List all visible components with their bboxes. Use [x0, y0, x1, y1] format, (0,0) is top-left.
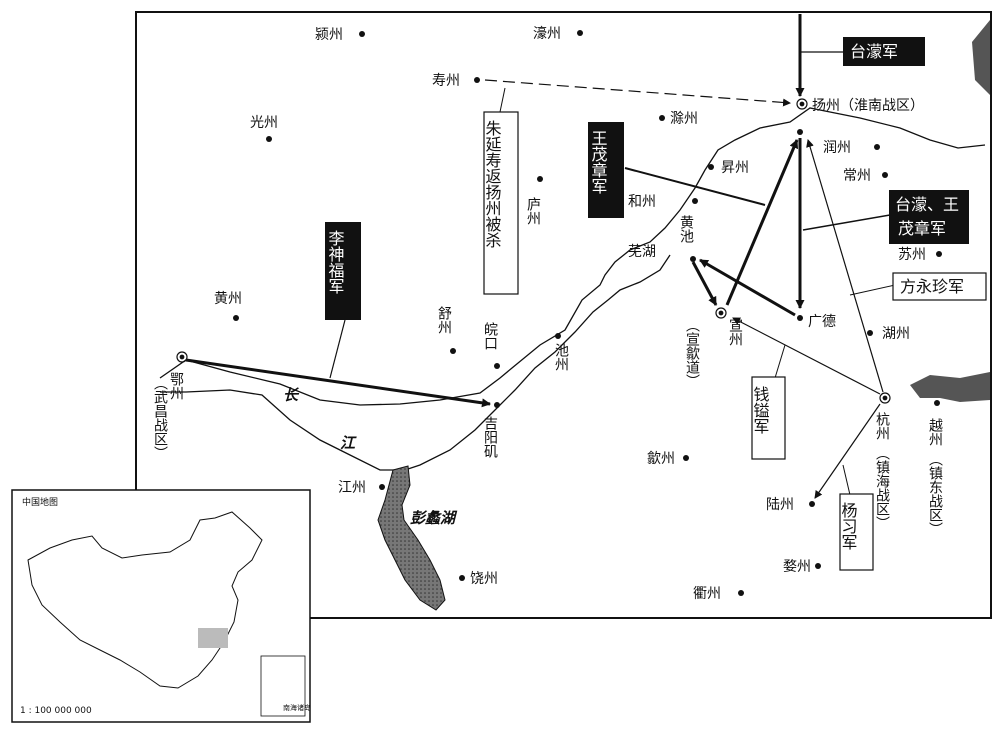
city-huangzhou: 黄州	[214, 290, 242, 307]
city-wankou: 皖口	[482, 322, 498, 350]
city-hangzhou: 杭州	[874, 412, 890, 440]
guangde-huangchi-arrow	[699, 258, 796, 317]
lishenfu-arrow	[185, 358, 491, 408]
city-wuzhou: 婺州	[783, 559, 811, 575]
hangzhou-yangzhou-line	[806, 139, 884, 393]
city-guangde: 广德	[808, 314, 836, 330]
yangtze-north-bank	[159, 107, 986, 406]
river-label-chang: 长	[283, 386, 300, 404]
east-sea	[972, 20, 990, 95]
taimeng-label: 台濛军	[850, 42, 898, 61]
hangzhou-bay	[910, 372, 990, 402]
city-xuanshe: （宣歙道）	[684, 318, 700, 388]
city-guangzhou: 光州	[250, 115, 278, 131]
city-shezhou: 歙州	[647, 450, 675, 467]
city-chizhou: 池州	[553, 343, 569, 371]
inset-title: 中国地图	[22, 496, 58, 508]
city-changzhou: 常州	[843, 168, 871, 184]
city-yangzhou: 扬州（淮南战区）	[812, 98, 924, 114]
fangyongzhen-box	[892, 272, 987, 301]
city-suzhou: 苏州	[898, 247, 926, 263]
qianyi-label: 钱镒军	[751, 386, 770, 434]
city-markers	[233, 30, 942, 596]
city-haozhou: 濠州	[533, 25, 561, 42]
qianyi-pointer	[774, 344, 786, 379]
poyang-lake	[377, 465, 446, 611]
zhuyanshou-pointer	[499, 87, 506, 113]
zhuyanshou-label: 朱延寿返扬州被杀	[483, 120, 502, 248]
yangxi-label: 杨习军	[839, 502, 858, 550]
taimeng-box	[843, 37, 925, 66]
wangmaozhang-box	[588, 122, 624, 218]
city-jiyangji: 吉阳矶	[482, 416, 498, 459]
poyang-lake-label: 彭蠡湖	[410, 509, 458, 527]
city-yuezhou: 越州	[927, 418, 943, 446]
city-raozhou: 饶州	[470, 571, 498, 587]
inset-scale: 1 : 100 000 000	[20, 706, 92, 716]
qianyi-arrow	[732, 317, 881, 395]
lishenfu-box	[325, 222, 361, 320]
svg-text:庐州: 庐州	[525, 197, 541, 225]
city-xuanzhou: 宣州	[727, 318, 743, 346]
city-yingzhou: 颍州	[315, 27, 343, 43]
inset-map-frame	[11, 489, 311, 723]
taimeng-wang-pointer	[802, 214, 891, 231]
taimeng-wang-label-1: 台濛、王	[895, 195, 959, 214]
fangyongzhen-label: 方永珍军	[900, 277, 964, 296]
yangtze-south-bank	[160, 254, 671, 471]
city-runzhou: 润州	[823, 140, 851, 156]
city-wuchang: （武昌战区）	[152, 376, 168, 460]
city-wuhu: 芜湖	[628, 243, 656, 260]
city-luzhou2: 陆州	[766, 497, 794, 513]
city-chuzhou: 滁州	[670, 111, 698, 127]
city-huangchi: 黄池	[678, 214, 694, 243]
city-jiangzhou: 江州	[338, 480, 366, 496]
huangchi-xuanzhou-arrow	[691, 261, 718, 306]
yangxi-box	[839, 493, 874, 571]
taimeng-wang-box	[889, 190, 969, 244]
wangmaozhang-pointer	[624, 167, 766, 206]
city-luzhou: 庐州	[525, 197, 541, 225]
xuanzhou-yangzhou-arrow	[725, 139, 799, 306]
city-hezhou: 和州	[628, 194, 656, 210]
city-zhenhai: （镇海战区）	[874, 446, 890, 530]
city-zhendong: （镇东战区）	[927, 452, 943, 536]
taimeng-wang-label-2: 茂章军	[898, 219, 946, 238]
qianyi-box	[751, 376, 786, 460]
city-shengzhou: 昇州	[721, 160, 749, 176]
inset-china-outline	[27, 511, 263, 689]
city-shuzhou: 舒州	[436, 306, 452, 334]
inset-highlight-region	[198, 628, 228, 648]
city-shouzhou: 寿州	[432, 72, 460, 89]
yangxi-arrow	[814, 403, 881, 499]
zhuyanshou-box	[483, 111, 519, 295]
city-quzhou: 衢州	[693, 585, 721, 602]
inset-south-sea-label: 南海诸岛	[283, 703, 311, 712]
river-label-jiang: 江	[340, 434, 357, 452]
fangyongzhen-pointer	[849, 284, 896, 296]
capital-markers	[176, 98, 891, 404]
city-ezhou: 鄂州	[168, 372, 184, 400]
lishenfu-label: 李神福军	[326, 230, 345, 294]
zhuyanshou-dashed-arrow	[484, 79, 791, 107]
yangxi-pointer	[842, 464, 851, 496]
city-huzhou: 湖州	[882, 326, 910, 342]
lishenfu-pointer	[329, 319, 346, 379]
map-frame	[135, 11, 992, 619]
wangmaozhang-label: 王茂章军	[589, 130, 608, 194]
inset-south-sea-box	[260, 655, 306, 717]
